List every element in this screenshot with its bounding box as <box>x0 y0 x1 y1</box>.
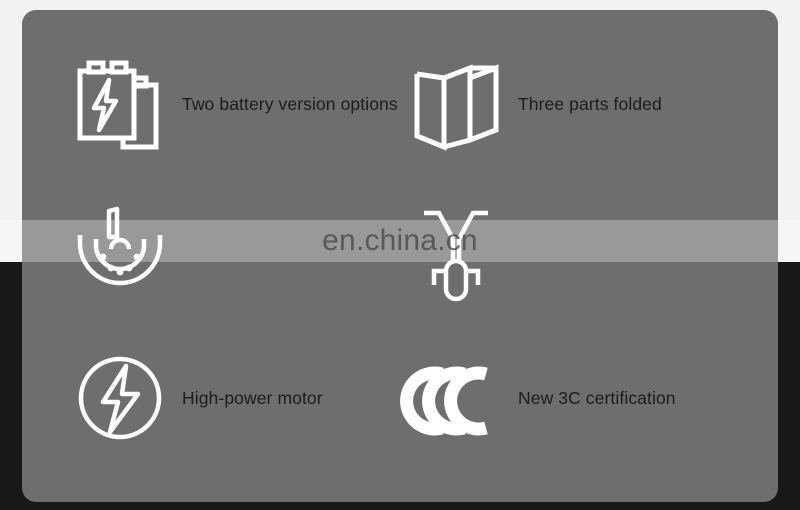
folded-panels-icon <box>400 48 512 160</box>
feature-three-parts-folded: Three parts folded <box>400 48 662 160</box>
two-batteries-lightning-icon <box>64 48 176 160</box>
feature-new-3c-certification: New 3C certification <box>400 342 676 454</box>
feature-grid: Two battery version options Three parts … <box>22 10 778 502</box>
feature-scooter-front <box>400 195 518 307</box>
scooter-front-view-icon <box>400 195 512 307</box>
feature-label: Three parts folded <box>518 93 662 114</box>
feature-label: Two battery version options <box>182 93 398 114</box>
feature-label: New 3C certification <box>518 387 676 408</box>
feature-label: High-power motor <box>182 387 323 408</box>
feature-two-battery-version-options: Two battery version options <box>64 48 398 160</box>
feature-card: Two battery version options Three parts … <box>22 10 778 502</box>
feature-disc-brake <box>64 195 182 307</box>
ccc-certification-icon <box>400 342 512 454</box>
lightning-bolt-circle-icon <box>64 342 176 454</box>
feature-high-power-motor: High-power motor <box>64 342 323 454</box>
disc-brake-rotor-icon <box>64 195 176 307</box>
